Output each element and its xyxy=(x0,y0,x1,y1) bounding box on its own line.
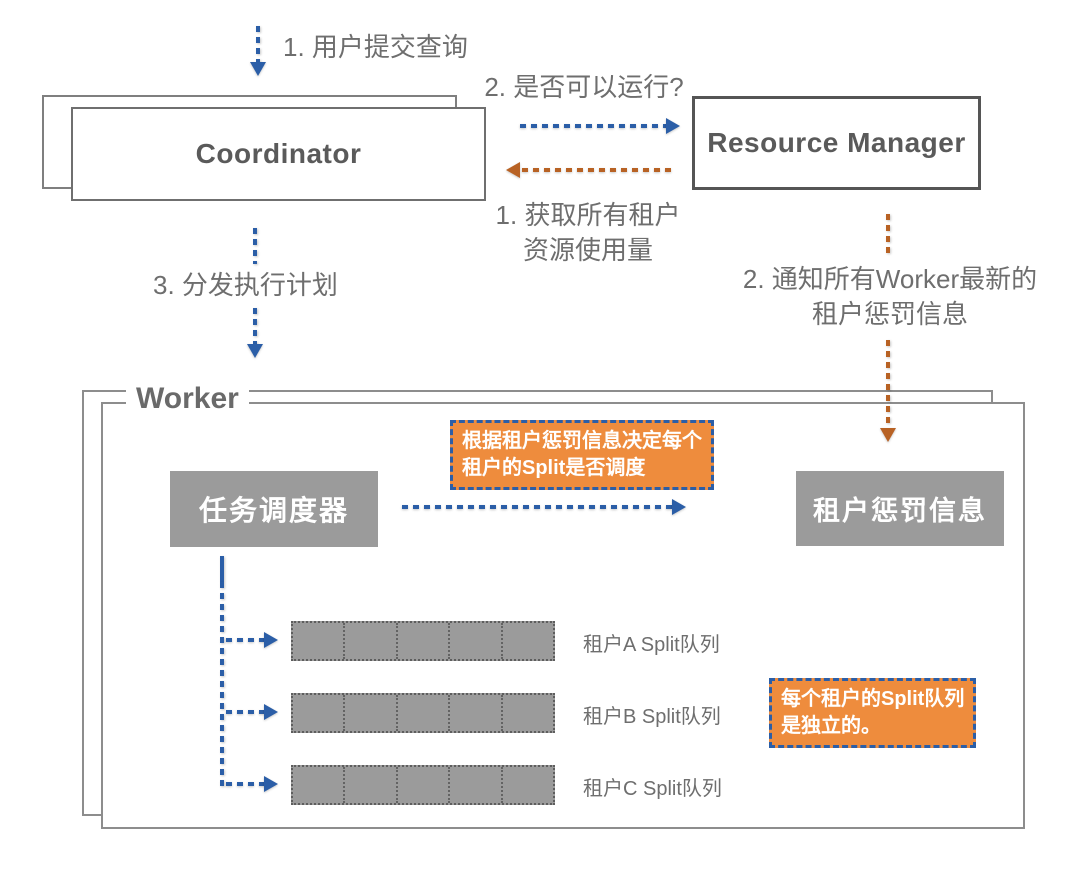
can-run-arrow-line xyxy=(520,124,668,128)
user-query-arrow-head xyxy=(250,62,266,76)
coordinator-label: Coordinator xyxy=(195,138,362,169)
user-query-arrow-line xyxy=(256,26,260,64)
queue-cell xyxy=(398,767,451,803)
queue-c-branch-head xyxy=(264,776,278,792)
tenant-penalty-box: 租户惩罚信息 xyxy=(796,471,1004,546)
queue-cell xyxy=(398,695,451,731)
queue-cell xyxy=(450,695,503,731)
notify-arrow-line-bottom xyxy=(886,340,890,428)
dispatch-arrow-head xyxy=(247,344,263,358)
rm-step1-line2: 资源使用量 xyxy=(522,235,653,265)
queue-a-label: 租户A Split队列 xyxy=(583,634,720,656)
queue-a-branch-line xyxy=(226,638,266,642)
queue-connector-dashed xyxy=(220,582,224,786)
queue-cell xyxy=(398,623,451,659)
schedule-note-line2: 租户的Split是否调度 xyxy=(462,457,646,479)
queue-cell xyxy=(503,767,553,803)
step3-dispatch-label: 3. 分发执行计划 xyxy=(153,270,338,300)
queue-connector-solid xyxy=(220,556,224,582)
rm-step2-label: 2. 通知所有Worker最新的 租户惩罚信息 xyxy=(735,262,1045,332)
rm-step1-label: 1. 获取所有租户 资源使用量 xyxy=(488,198,688,268)
coordinator-box: Coordinator xyxy=(71,107,486,201)
queue-c xyxy=(291,765,555,805)
queue-cell xyxy=(293,695,346,731)
step2-can-run-label: 2. 是否可以运行? xyxy=(484,72,684,102)
scheduler-penalty-arrow-line xyxy=(402,505,672,509)
rm-step2-line2: 租户惩罚信息 xyxy=(811,299,968,329)
queue-cell xyxy=(293,623,346,659)
step1-submit-label: 1. 用户提交查询 xyxy=(283,32,468,62)
tenant-penalty-label: 租户惩罚信息 xyxy=(813,496,987,526)
resource-manager-label: Resource Manager xyxy=(707,127,966,158)
queue-cell xyxy=(345,695,398,731)
resource-manager-box: Resource Manager xyxy=(692,96,981,190)
task-scheduler-box: 任务调度器 xyxy=(170,471,378,547)
worker-label: Worker xyxy=(126,382,249,416)
queue-c-branch-line xyxy=(226,782,266,786)
queue-a xyxy=(291,621,555,661)
rm-step2-line1: 2. 通知所有Worker最新的 xyxy=(742,264,1038,294)
queue-cell xyxy=(503,695,553,731)
rm-step1-line1: 1. 获取所有租户 xyxy=(495,200,681,230)
schedule-note-callout: 根据租户惩罚信息决定每个 租户的Split是否调度 xyxy=(450,420,714,490)
scheduler-penalty-arrow-head xyxy=(672,499,686,515)
dispatch-arrow-line-top xyxy=(253,228,257,264)
task-scheduler-label: 任务调度器 xyxy=(198,495,349,526)
queue-note-callout: 每个租户的Split队列 是独立的。 xyxy=(769,678,977,748)
queue-note-line1: 每个租户的Split队列 xyxy=(781,688,965,710)
queue-cell xyxy=(450,767,503,803)
schedule-note-line1: 根据租户惩罚信息决定每个 xyxy=(462,430,702,452)
queue-cell xyxy=(503,623,553,659)
queue-cell xyxy=(293,767,346,803)
queue-b xyxy=(291,693,555,733)
queue-note-line2: 是独立的。 xyxy=(781,715,881,737)
notify-arrow-head xyxy=(880,428,896,442)
queue-cell xyxy=(450,623,503,659)
fetch-usage-arrow-line xyxy=(522,168,674,172)
queue-c-label: 租户C Split队列 xyxy=(583,778,722,800)
can-run-arrow-head xyxy=(666,118,680,134)
dispatch-arrow-line-bottom xyxy=(253,308,257,344)
queue-cell xyxy=(345,623,398,659)
fetch-usage-arrow-head xyxy=(506,162,520,178)
queue-b-branch-head xyxy=(264,704,278,720)
queue-b-label: 租户B Split队列 xyxy=(583,706,721,728)
queue-b-branch-line xyxy=(226,710,266,714)
notify-arrow-line-top xyxy=(886,214,890,256)
queue-cell xyxy=(345,767,398,803)
queue-a-branch-head xyxy=(264,632,278,648)
